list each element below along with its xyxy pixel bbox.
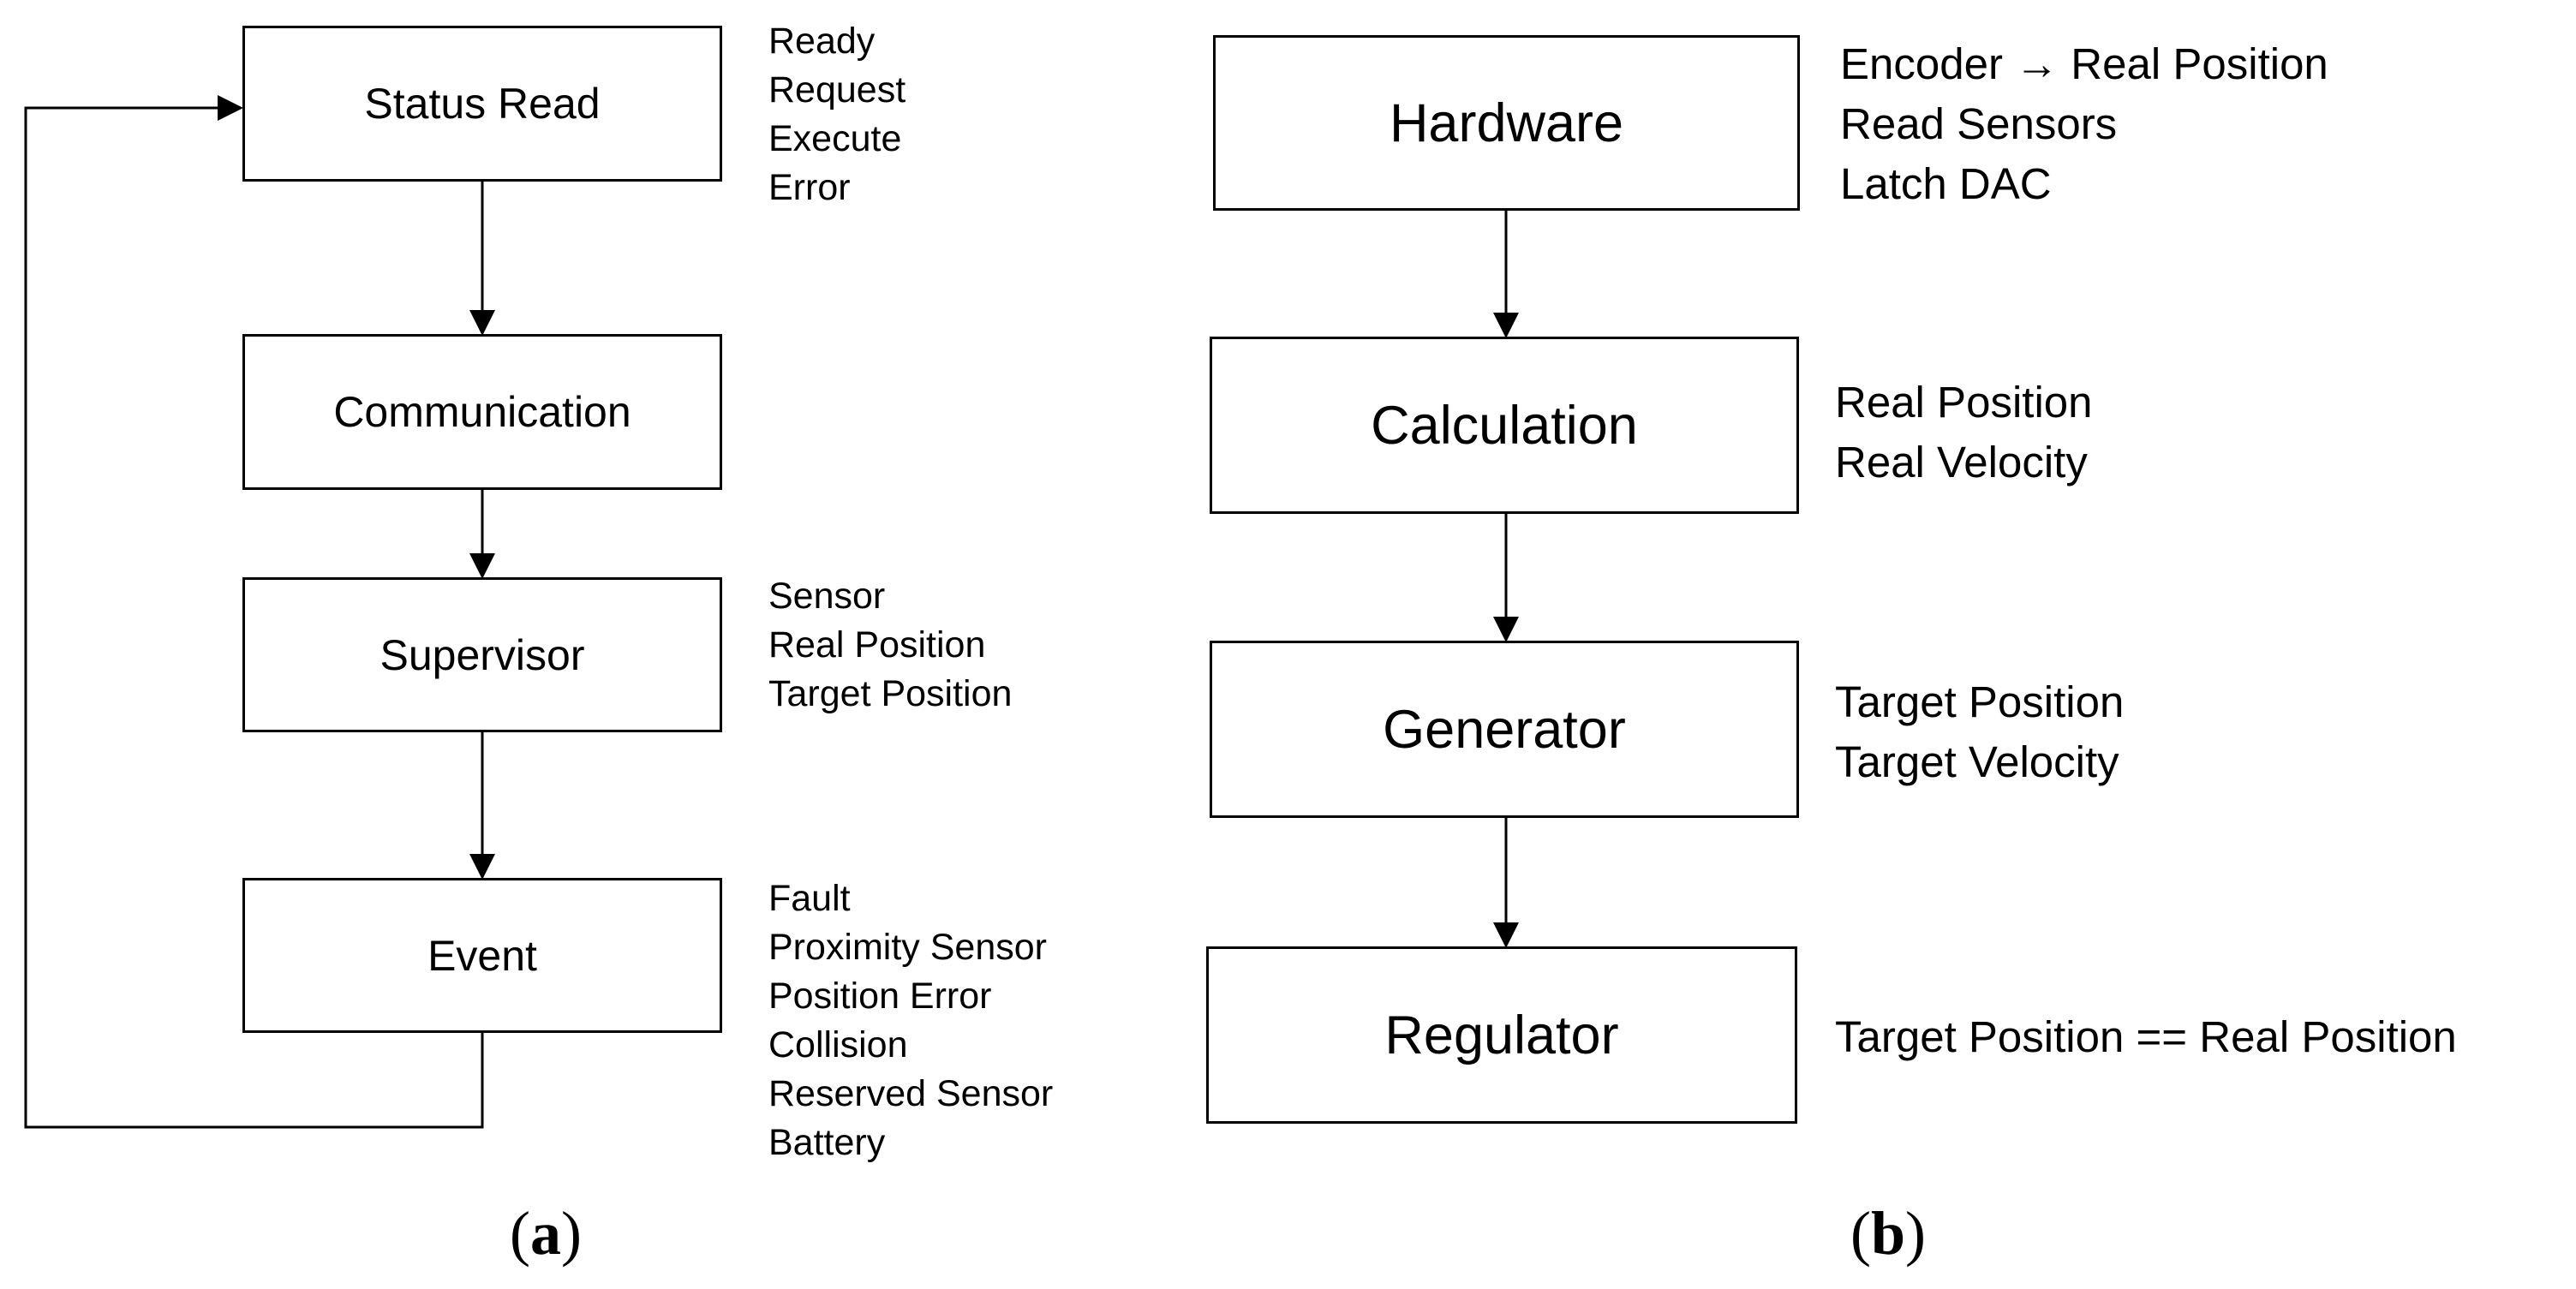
panel-b-letter: b — [1870, 1199, 1906, 1268]
supervisor-label: Supervisor — [380, 630, 585, 679]
status-read-notes: Ready Request Execute Error — [768, 17, 905, 212]
note-item: Ready — [768, 21, 876, 62]
note-item: Position Error — [768, 976, 992, 1017]
note-item: Real Position — [768, 624, 986, 665]
panel-a-letter: a — [529, 1199, 561, 1268]
note-item: Encoder → Real Position — [1840, 39, 2328, 88]
calculation-label: Calculation — [1371, 395, 1638, 456]
generator-box: Generator — [1210, 641, 1799, 818]
note-item: Read Sensors — [1840, 99, 2118, 148]
regulator-box: Regulator — [1206, 946, 1797, 1124]
note-item: Target Velocity — [1835, 737, 2119, 786]
event-box: Event — [242, 878, 722, 1033]
panel-b-caption: (b) — [1850, 1199, 1927, 1268]
supervisor-box: Supervisor — [242, 577, 722, 732]
note-item: Request — [768, 69, 906, 110]
note-item: Latch DAC — [1840, 159, 2052, 208]
note-item: Real Velocity — [1835, 438, 2088, 486]
note-item: Collision — [768, 1024, 908, 1065]
note-item: Target Position — [768, 673, 1013, 714]
communication-box: Communication — [242, 334, 722, 490]
calculation-notes: Real Position Real Velocity — [1835, 373, 2093, 492]
note-item: Target Position — [1835, 677, 2125, 726]
note-item: Error — [768, 167, 851, 208]
note-item: Real Position — [1835, 378, 2093, 427]
hardware-notes: Encoder → Real Position Read Sensors Lat… — [1840, 34, 2328, 214]
supervisor-notes: Sensor Real Position Target Position — [768, 572, 1012, 719]
generator-label: Generator — [1383, 699, 1626, 760]
communication-label: Communication — [333, 388, 631, 436]
event-label: Event — [427, 931, 537, 980]
calculation-box: Calculation — [1210, 337, 1799, 514]
note-item: Execute — [768, 118, 902, 159]
event-notes: Fault Proximity Sensor Position Error Co… — [768, 874, 1053, 1167]
note-item: Proximity Sensor — [768, 927, 1047, 968]
hardware-box: Hardware — [1213, 35, 1800, 211]
note-item: Sensor — [768, 576, 886, 617]
regulator-label: Regulator — [1384, 1005, 1619, 1065]
hardware-label: Hardware — [1389, 92, 1624, 153]
status-read-box: Status Read — [242, 26, 722, 182]
regulator-notes: Target Position == Real Position — [1835, 1007, 2457, 1067]
generator-notes: Target Position Target Velocity — [1835, 672, 2124, 792]
note-item: Fault — [768, 878, 851, 919]
feedback-loop-arrow — [24, 95, 484, 1129]
status-read-label: Status Read — [364, 80, 601, 128]
panel-a-caption: (a) — [510, 1199, 582, 1268]
note-item: Reserved Sensor — [768, 1073, 1054, 1114]
note-item: Target Position == Real Position — [1835, 1012, 2457, 1061]
note-item: Battery — [768, 1122, 886, 1163]
